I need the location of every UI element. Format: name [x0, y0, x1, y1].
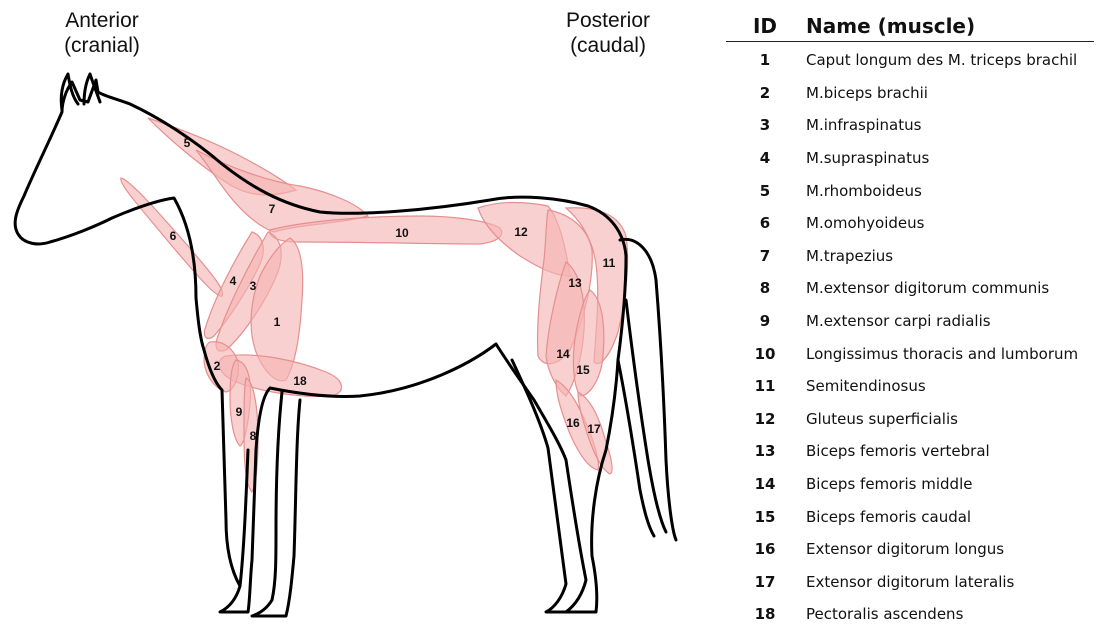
legend-row-name: Biceps femoris middle [804, 475, 1094, 493]
muscle-label-1: 1 [274, 315, 281, 329]
legend-header-row: ID Name (muscle) [726, 8, 1094, 42]
muscle-label-5: 5 [184, 136, 191, 150]
muscle-label-8: 8 [250, 429, 257, 443]
muscle-label-13: 13 [568, 276, 582, 290]
legend-row-id: 6 [726, 214, 804, 232]
legend-row-name: Extensor digitorum longus [804, 540, 1094, 558]
legend-row-id: 16 [726, 540, 804, 558]
muscle-label-9: 9 [236, 405, 243, 419]
legend-row-name: M.omohyoideus [804, 214, 1094, 232]
legend-row-id: 9 [726, 312, 804, 330]
body-outline [15, 80, 626, 612]
legend-row-name: M.extensor carpi radialis [804, 312, 1094, 330]
legend-row-name: M.extensor digitorum communis [804, 279, 1094, 297]
muscle-label-14: 14 [556, 347, 570, 361]
muscle-label-7: 7 [269, 202, 276, 216]
legend-row-name: Gluteus superficialis [804, 410, 1094, 428]
muscle-label-10: 10 [395, 226, 409, 240]
muscle-label-15: 15 [576, 363, 590, 377]
legend-name-header: Name (muscle) [804, 14, 1094, 38]
legend-row-name: Extensor digitorum lateralis [804, 573, 1094, 591]
legend-id-header: ID [726, 14, 804, 38]
legend-row-id: 13 [726, 442, 804, 460]
tail-outline [620, 239, 676, 540]
horse-illustration: 1 2 3 4 5 6 7 8 9 10 11 12 13 14 15 16 1… [0, 0, 720, 630]
muscle-label-16: 16 [566, 416, 580, 430]
legend-row-id: 14 [726, 475, 804, 493]
legend-row-name: Biceps femoris caudal [804, 508, 1094, 526]
legend-row-name: M.rhomboideus [804, 182, 1094, 200]
legend-row-id: 7 [726, 247, 804, 265]
muscle-label-2: 2 [214, 359, 221, 373]
legend-row-name: Pectoralis ascendens [804, 605, 1094, 623]
legend-row-id: 17 [726, 573, 804, 591]
legend-row-id: 2 [726, 84, 804, 102]
legend-row-id: 8 [726, 279, 804, 297]
legend-row-name: M.infraspinatus [804, 116, 1094, 134]
legend-row-id: 5 [726, 182, 804, 200]
legend-row-id: 11 [726, 377, 804, 395]
inner-front-leg-outline [240, 450, 248, 586]
muscle-label-17: 17 [587, 422, 601, 436]
legend-row-name: Biceps femoris vertebral [804, 442, 1094, 460]
legend-row-name: Longissimus thoracis and lumborum [804, 345, 1094, 363]
legend-row-id: 18 [726, 605, 804, 623]
legend-row-id: 10 [726, 345, 804, 363]
legend-row-name: Caput longum des M. triceps brachil [804, 51, 1094, 69]
legend-row-id: 4 [726, 149, 804, 167]
muscle-label-12: 12 [514, 225, 528, 239]
muscle-label-18: 18 [293, 374, 307, 388]
legend-row-id: 12 [726, 410, 804, 428]
legend-row-id: 15 [726, 508, 804, 526]
legend-row-id: 3 [726, 116, 804, 134]
legend-row-name: M.trapezius [804, 247, 1094, 265]
legend-row-name: Semitendinosus [804, 377, 1094, 395]
muscle-label-3: 3 [250, 279, 257, 293]
muscle-label-4: 4 [230, 274, 237, 288]
muscle-label-11: 11 [603, 256, 616, 270]
muscle-label-6: 6 [170, 229, 177, 243]
legend-row-name: M.supraspinatus [804, 149, 1094, 167]
legend-row-name: M.biceps brachii [804, 84, 1094, 102]
legend-row-id: 1 [726, 51, 804, 69]
